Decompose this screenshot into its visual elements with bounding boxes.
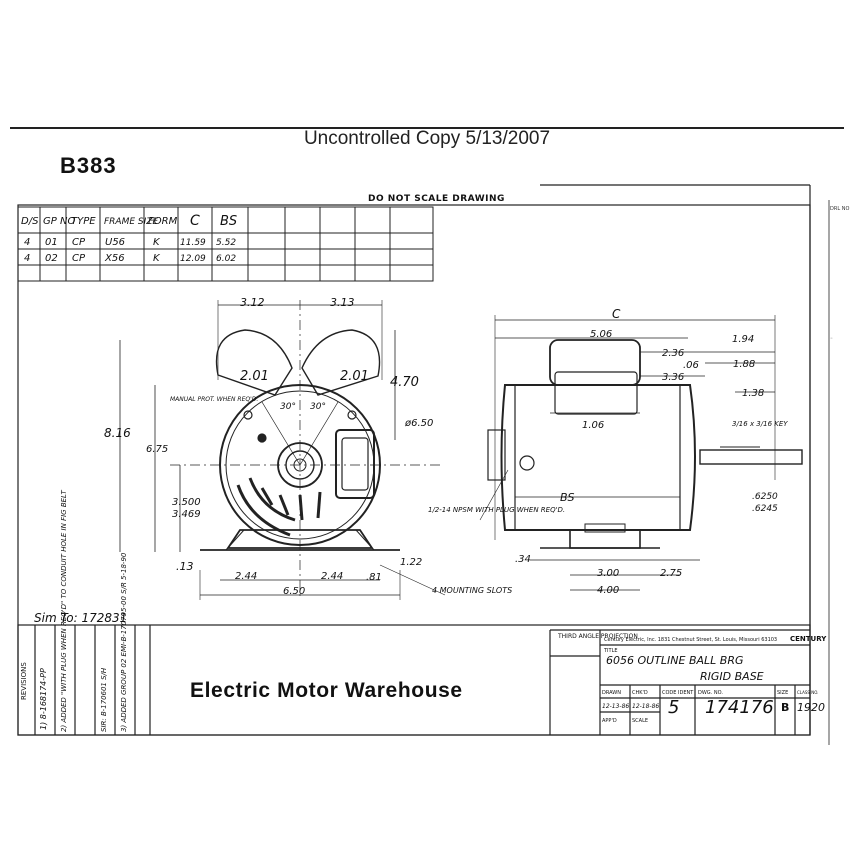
dim-cap-left: 2.01 (240, 369, 269, 384)
dim-3469: 3.469 (172, 509, 201, 520)
company-line: Century Electric, Inc. 1831 Chestnut Str… (604, 637, 777, 643)
dim-6250: .6250 (752, 492, 778, 502)
col-frame: FRAME SIZE (104, 217, 158, 227)
r1-ds: 4 (24, 237, 30, 248)
frame-ref-a: DRL NO (830, 206, 849, 212)
drawn-date: 12-13-86 (602, 703, 629, 710)
dim-c: C (612, 307, 621, 321)
dim-bs: BS (560, 491, 575, 504)
r1-c: 11.59 (180, 238, 206, 248)
r2-type: CP (72, 253, 86, 264)
dim-cap-right: 2.01 (340, 369, 369, 384)
col-type: TYPE (71, 216, 96, 227)
checked-label: CHK'D (632, 690, 648, 696)
col-form: FORM (148, 216, 178, 227)
dim-675: 6.75 (146, 444, 168, 455)
title-label: TITLE (603, 648, 618, 654)
dim-cap-height: 4.70 (390, 375, 419, 390)
scale-label: SCALE (632, 718, 648, 724)
dim-3500: 3.500 (172, 497, 201, 508)
note-npsm: 1/2-14 NPSM WITH PLUG WHEN REQ'D. (428, 506, 565, 514)
dim-138: 1.38 (742, 388, 764, 399)
drawing-title-1: 6056 OUTLINE BALL BRG (606, 654, 744, 667)
r2-bs: 6.02 (216, 254, 236, 264)
dim-total-width: 6.50 (283, 586, 305, 597)
dim-336: 3.36 (662, 372, 684, 383)
dim-overall-height: 8.16 (104, 426, 131, 440)
brand-name: CENTURY (790, 635, 827, 643)
dim-244-left: 2.44 (235, 571, 257, 582)
col-bs: BS (220, 214, 237, 229)
r2-form: K (153, 253, 161, 264)
dim-angle-left: 30° (280, 402, 296, 412)
frame-ref-b: ◦ (830, 336, 833, 342)
revision-3: 3) ADDED GROUP 02 EMI-B-170795-00 S/R 5-… (120, 552, 128, 732)
appd-label: APP'D (602, 718, 617, 724)
dim-275: 2.75 (660, 568, 682, 579)
dim-300: 3.00 (597, 568, 619, 579)
dim-194: 1.94 (732, 334, 754, 345)
code-label: CODE IDENT (662, 690, 694, 696)
dim-081: .81 (366, 572, 382, 583)
r2-c: 12.09 (180, 254, 206, 264)
size-label: SIZE (777, 690, 788, 696)
dim-400: 4.00 (597, 585, 619, 596)
dim-013: .13 (176, 560, 194, 573)
dim-6245: .6245 (752, 504, 778, 514)
r2-frame: X56 (104, 253, 125, 264)
dim-034: .34 (515, 554, 531, 565)
r2-gp: 02 (45, 253, 58, 264)
dim-left-width: 3.12 (240, 296, 265, 309)
third-angle-label: THIRD ANGLE PROJECTION (557, 633, 638, 640)
chk-date: 12-18-86 (632, 703, 659, 710)
dim-angle-right: 30° (310, 402, 326, 412)
revision-2b: SIR: B-170601 S/H (100, 667, 108, 732)
col-c: C (190, 213, 200, 229)
r1-bs: 5.52 (216, 238, 236, 248)
col-gp: GP NO (43, 216, 75, 227)
do-not-scale-note: DO NOT SCALE DRAWING (368, 194, 505, 204)
note-manual-prot: MANUAL PROT. WHEN REQ'D. (170, 396, 258, 403)
size-value: B (781, 701, 789, 714)
top-rule (10, 127, 844, 129)
r1-form: K (153, 237, 161, 248)
dim-006: .06 (683, 360, 699, 371)
revision-1: 1) 8-168174-PP (39, 668, 48, 730)
dim-122: 1.22 (400, 557, 422, 568)
col-ds: D/S (21, 216, 39, 227)
dim-106: 1.06 (582, 420, 604, 431)
dim-506: 5.06 (590, 329, 612, 340)
dim-236: 2.36 (662, 348, 684, 359)
dim-diameter: ø6.50 (404, 418, 433, 429)
note-key: 3/16 x 3/16 KEY (732, 420, 788, 428)
warehouse-name: Electric Motor Warehouse (190, 679, 463, 702)
revisions-label: REVISIONS (20, 662, 28, 700)
title-block (17, 624, 811, 736)
drawing-title-2: RIGID BASE (700, 670, 764, 683)
r1-frame: U56 (105, 237, 125, 248)
scale-value: 5 (668, 697, 679, 718)
dim-188: 1.88 (733, 359, 755, 370)
uncontrolled-copy-stamp: Uncontrolled Copy 5/13/2007 (303, 128, 551, 149)
revision-2: 2) ADDED "WITH PLUG WHEN REQ'D" TO CONDU… (60, 490, 68, 732)
r2-ds: 4 (24, 253, 30, 264)
drawn-label: DRAWN (602, 690, 621, 696)
document-id: B383 (60, 153, 117, 178)
sim-to-reference: Sim To: 172831 (34, 611, 128, 625)
front-view (119, 300, 446, 600)
class-number: 1920 (797, 701, 825, 714)
drawing-number: 174176 (705, 697, 774, 718)
dim-244-right: 2.44 (321, 571, 343, 582)
side-view (479, 315, 803, 591)
dwg-no-label: DWG. NO. (698, 690, 723, 696)
class-no-label: CLASS NO. (797, 690, 818, 695)
r1-gp: 01 (45, 237, 58, 248)
note-mounting-slots: 4 MOUNTING SLOTS (432, 586, 512, 595)
r1-type: CP (72, 237, 86, 248)
dim-right-width: 3.13 (330, 296, 355, 309)
spec-table (17, 206, 434, 282)
